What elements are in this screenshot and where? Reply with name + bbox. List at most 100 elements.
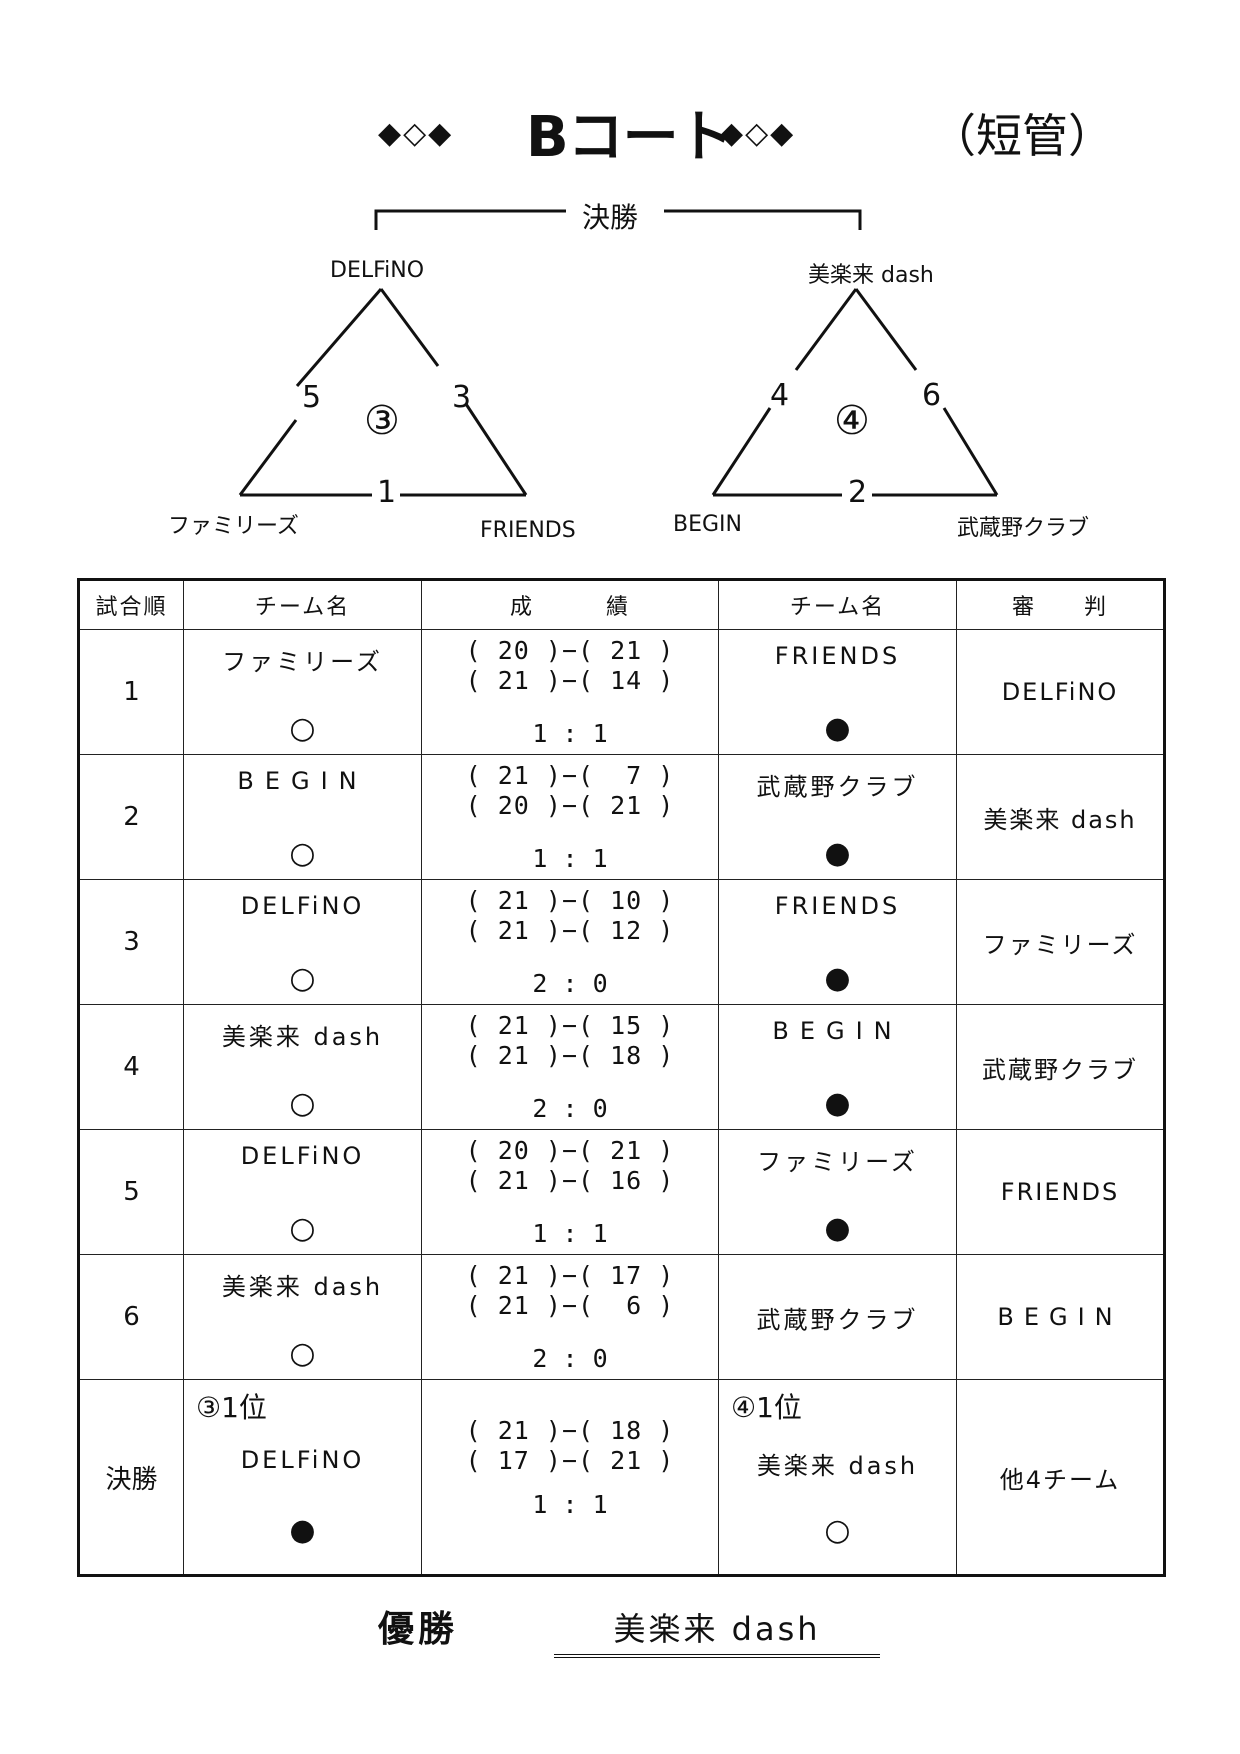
header-team1: チーム名 bbox=[183, 579, 422, 630]
team2-name: FRIENDS bbox=[774, 642, 901, 670]
team2-name: FRIENDS bbox=[774, 892, 901, 920]
group-3-edge-right bbox=[379, 288, 440, 367]
group-3-id: ③ bbox=[364, 398, 400, 444]
page-title: ◆◇◆ Bコート ◆◇◆ （短管） bbox=[0, 88, 1240, 170]
header-result: 成 績 bbox=[421, 579, 719, 630]
final-connector-left bbox=[374, 209, 566, 230]
final-seed2: ④1位 bbox=[731, 1391, 802, 1424]
match-order: 5 bbox=[78, 1129, 184, 1255]
final-connector-right bbox=[664, 209, 862, 230]
referee-cell: ファミリーズ bbox=[956, 879, 1165, 1005]
team1-name: 美楽来 dash bbox=[221, 1273, 384, 1301]
team1-cell: DELFiNO ○ bbox=[183, 879, 422, 1005]
table-row: 3 DELFiNO ○ ( 21 )−( 10 ) ( 21 )−( 12 ) … bbox=[78, 879, 1165, 1005]
table-row: 5 DELFiNO ○ ( 20 )−( 21 ) ( 21 )−( 16 ) … bbox=[78, 1129, 1165, 1255]
group-4-top-team: 美楽来 dash bbox=[808, 263, 934, 288]
group-4-edge-right bbox=[854, 288, 918, 371]
score-cell: ( 21 )−( 7 ) ( 20 )−( 21 ) 1 : 1 bbox=[421, 754, 719, 880]
group-3-top-team: DELFiNO bbox=[330, 258, 425, 283]
group-3-bottom-left-team: ファミリーズ bbox=[168, 514, 299, 539]
final-team2-name: 美楽来 dash bbox=[756, 1452, 919, 1480]
group-4-match-number-left: 4 bbox=[770, 378, 790, 413]
game-2-score: ( 21 )−( 18 ) bbox=[465, 1041, 675, 1070]
header-order: 試合順 bbox=[78, 579, 184, 630]
team1-cell: BEGIN ○ bbox=[183, 754, 422, 880]
score-cell: ( 21 )−( 17 ) ( 21 )−( 6 ) 2 : 0 bbox=[421, 1254, 719, 1380]
table-row: 2 BEGIN ○ ( 21 )−( 7 ) ( 20 )−( 21 ) 1 :… bbox=[78, 754, 1165, 880]
game-2-score: ( 20 )−( 21 ) bbox=[465, 791, 675, 820]
team1-name: BEGIN bbox=[237, 767, 368, 795]
group-4-edge-right-lower bbox=[942, 407, 999, 496]
group-4-id: ④ bbox=[834, 398, 870, 444]
group-4-bottom-left-team: BEGIN bbox=[673, 512, 742, 537]
group-3-match-number-right: 3 bbox=[452, 380, 472, 415]
results-table: 試合順 チーム名 成 績 チーム名 審 判 1 ファミリーズ ○ ( 20 )−… bbox=[77, 578, 1166, 1577]
score-cell: ( 20 )−( 21 ) ( 21 )−( 14 ) 1 : 1 bbox=[421, 629, 719, 755]
score-cell: ( 21 )−( 10 ) ( 21 )−( 12 ) 2 : 0 bbox=[421, 879, 719, 1005]
team2-cell: 武蔵野クラブ ● bbox=[718, 754, 957, 880]
team1-mark: ○ bbox=[289, 1336, 316, 1371]
team1-cell: 美楽来 dash ○ bbox=[183, 1254, 422, 1380]
game-1-score: ( 20 )−( 21 ) bbox=[465, 636, 675, 665]
team2-cell: FRIENDS ● bbox=[718, 879, 957, 1005]
match-tally: 1 : 1 bbox=[532, 844, 608, 873]
match-order: 2 bbox=[78, 754, 184, 880]
team1-mark: ○ bbox=[289, 1211, 316, 1246]
final-team2-cell: ④1位 美楽来 dash ○ bbox=[718, 1379, 957, 1576]
header-referee: 審 判 bbox=[956, 579, 1165, 630]
team2-mark: ● bbox=[824, 1211, 851, 1246]
match-tally: 2 : 0 bbox=[532, 1094, 608, 1123]
title-decoration-right: ◆◇◆ bbox=[720, 116, 796, 151]
champion-label: 優勝 bbox=[378, 1609, 459, 1650]
final-referee-cell: 他4チーム bbox=[956, 1379, 1165, 1576]
referee-cell: DELFiNO bbox=[956, 629, 1165, 755]
court-name: Bコート bbox=[526, 105, 734, 170]
final-label: 決勝 bbox=[582, 201, 639, 234]
match-order: 6 bbox=[78, 1254, 184, 1380]
team1-mark: ○ bbox=[289, 711, 316, 746]
final-game-1-score: ( 21 )−( 18 ) bbox=[465, 1416, 675, 1445]
group-3-bottom-right-team: FRIENDS bbox=[480, 518, 576, 543]
score-cell: ( 21 )−( 15 ) ( 21 )−( 18 ) 2 : 0 bbox=[421, 1004, 719, 1130]
final-team1-mark: ● bbox=[289, 1513, 316, 1548]
team1-name: DELFiNO bbox=[240, 892, 365, 920]
team2-name: ファミリーズ bbox=[757, 1148, 918, 1176]
team2-name: 武蔵野クラブ bbox=[756, 773, 919, 801]
game-2-score: ( 21 )−( 6 ) bbox=[465, 1291, 675, 1320]
team1-mark: ○ bbox=[289, 1086, 316, 1121]
team1-mark: ○ bbox=[289, 961, 316, 996]
group-4-edge-left bbox=[794, 288, 858, 371]
game-2-score: ( 21 )−( 12 ) bbox=[465, 916, 675, 945]
group-3-edge-left bbox=[295, 288, 383, 387]
team2-mark: ● bbox=[824, 961, 851, 996]
final-team1-cell: ③1位 DELFiNO ● bbox=[183, 1379, 422, 1576]
game-1-score: ( 21 )−( 17 ) bbox=[465, 1261, 675, 1290]
referee-cell: 武蔵野クラブ bbox=[956, 1004, 1165, 1130]
game-1-score: ( 20 )−( 21 ) bbox=[465, 1136, 675, 1165]
match-tally: 2 : 0 bbox=[532, 1344, 608, 1373]
game-2-score: ( 21 )−( 16 ) bbox=[465, 1166, 675, 1195]
team2-mark: ● bbox=[824, 836, 851, 871]
referee-cell: BEGIN bbox=[956, 1254, 1165, 1380]
team1-cell: DELFiNO ○ bbox=[183, 1129, 422, 1255]
team1-name: DELFiNO bbox=[240, 1142, 365, 1170]
final-game-2-score: ( 17 )−( 21 ) bbox=[465, 1446, 675, 1475]
group-4-match-number-right: 6 bbox=[922, 378, 942, 413]
group-4-match-number-bottom: 2 bbox=[848, 475, 868, 510]
match-order: 4 bbox=[78, 1004, 184, 1130]
final-row: 決勝 ③1位 DELFiNO ● ( 21 )−( 18 ) ( 17 )−( … bbox=[78, 1379, 1165, 1576]
team1-cell: 美楽来 dash ○ bbox=[183, 1004, 422, 1130]
team2-cell: ファミリーズ ● bbox=[718, 1129, 957, 1255]
game-1-score: ( 21 )−( 7 ) bbox=[465, 761, 675, 790]
match-tally: 1 : 1 bbox=[532, 1219, 608, 1248]
team2-mark: ● bbox=[824, 1086, 851, 1121]
team2-name: BEGIN bbox=[772, 1017, 903, 1045]
title-decoration-left: ◆◇◆ bbox=[378, 116, 454, 151]
team1-cell: ファミリーズ ○ bbox=[183, 629, 422, 755]
table-row: 1 ファミリーズ ○ ( 20 )−( 21 ) ( 21 )−( 14 ) 1… bbox=[78, 629, 1165, 755]
table-row: 6 美楽来 dash ○ ( 21 )−( 17 ) ( 21 )−( 6 ) … bbox=[78, 1254, 1165, 1380]
final-seed1: ③1位 bbox=[196, 1391, 267, 1424]
group-4-edge-left-lower bbox=[711, 407, 772, 496]
game-1-score: ( 21 )−( 15 ) bbox=[465, 1011, 675, 1040]
team2-mark: ● bbox=[824, 711, 851, 746]
